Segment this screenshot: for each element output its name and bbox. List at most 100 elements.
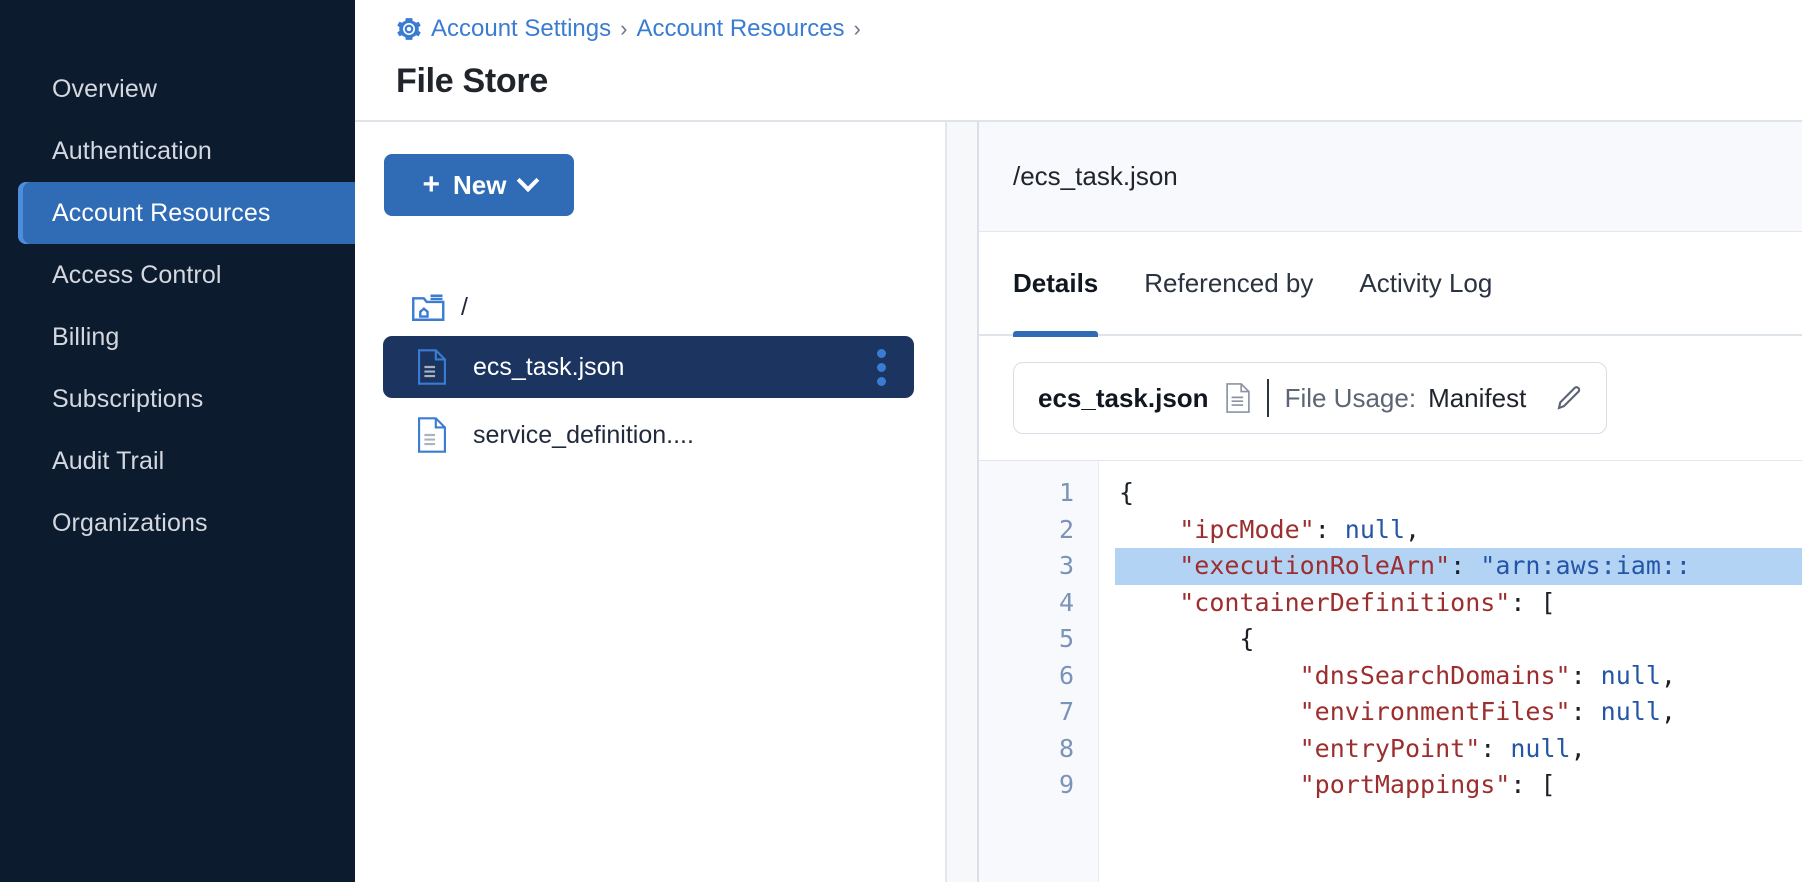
usage-divider [1266, 379, 1269, 417]
code-token: : [1450, 551, 1481, 580]
sidebar-item-label: Audit Trail [52, 446, 165, 475]
breadcrumb-item-account-settings[interactable]: Account Settings [431, 15, 612, 42]
tree-file-label: ecs_task.json [473, 352, 625, 381]
line-number: 8 [1058, 733, 1074, 763]
code-line[interactable]: { [1115, 621, 1802, 658]
sidebar-item-label: Subscriptions [52, 384, 204, 413]
code-token: "executionRoleArn" [1179, 551, 1451, 580]
tree-file-row[interactable]: service_definition.... [383, 404, 914, 466]
breadcrumb-item-account-resources[interactable]: Account Resources [636, 15, 845, 42]
sidebar-item-overview[interactable]: Overview [18, 58, 355, 120]
sidebar-item-label: Account Resources [52, 198, 271, 227]
pencil-icon[interactable] [1542, 383, 1584, 413]
new-button[interactable]: + New [384, 154, 574, 216]
content-split: + New / e [355, 122, 1802, 882]
pane-resizer[interactable] [945, 122, 979, 882]
sidebar-item-audit-trail[interactable]: Audit Trail [18, 430, 355, 492]
code-token [1119, 734, 1300, 763]
code-line[interactable]: "dnsSearchDomains": null, [1115, 658, 1802, 695]
code-token: : [1570, 697, 1601, 726]
sidebar-item-label: Access Control [52, 260, 222, 289]
tree-root-folder[interactable]: / [383, 284, 945, 330]
sidebar-item-label: Overview [52, 74, 157, 103]
code-token: : [1570, 660, 1601, 690]
page-header: Account Settings › Account Resources › F… [355, 0, 1802, 122]
gear-icon [396, 16, 422, 42]
main-area: Account Settings › Account Resources › F… [355, 0, 1802, 882]
code-line[interactable]: "portMappings": [ [1115, 767, 1802, 804]
sidebar-item-billing[interactable]: Billing [18, 306, 355, 368]
tree-root-label: / [461, 292, 468, 321]
code-token [1119, 770, 1300, 799]
code-token: { [1119, 478, 1135, 507]
tab-referenced-by[interactable]: Referenced by [1144, 231, 1313, 335]
file-path: /ecs_task.json [1013, 161, 1178, 191]
code-token: { [1119, 624, 1255, 653]
code-line[interactable]: "containerDefinitions": [ [1115, 585, 1802, 622]
code-line[interactable]: "ipcMode": null, [1115, 512, 1802, 549]
code-token: null [1510, 733, 1571, 763]
file-detail-pane: /ecs_task.json Details Referenced by Activ… [979, 122, 1802, 882]
code-line[interactable]: "entryPoint": null, [1115, 731, 1802, 768]
document-icon [1225, 382, 1251, 414]
tab-activity-log[interactable]: Activity Log [1359, 231, 1492, 335]
code-token [1119, 697, 1300, 726]
folder-home-icon [411, 292, 447, 322]
tab-details[interactable]: Details [1013, 231, 1099, 337]
line-number: 3 [1058, 551, 1074, 580]
code-token: null [1600, 697, 1661, 726]
line-number: 2 [1058, 514, 1074, 544]
line-number: 4 [1058, 587, 1074, 617]
file-icon [416, 416, 448, 454]
file-tree-pane: + New / e [355, 122, 945, 882]
file-icon [416, 348, 448, 386]
code-token: : [1480, 733, 1511, 763]
code-line[interactable]: { [1115, 475, 1802, 512]
new-button-label: New [453, 169, 507, 200]
code-token: null [1600, 660, 1661, 690]
code-token: , [1405, 514, 1421, 544]
code-token: "containerDefinitions" [1179, 587, 1511, 617]
file-tree: / ecs_task.json service_definition.... [383, 284, 945, 466]
detail-tabs: Details Referenced by Activity Log [979, 231, 1802, 337]
line-number: 5 [1058, 624, 1074, 653]
code-token: "arn:aws:iam:: [1480, 551, 1691, 580]
sidebar-item-label: Organizations [52, 508, 208, 537]
code-line[interactable]: "executionRoleArn": "arn:aws:iam:: [1115, 548, 1802, 585]
sidebar-item-account-resources[interactable]: Account Resources [18, 182, 355, 244]
line-number: 1 [1058, 478, 1074, 507]
code-token [1119, 661, 1300, 690]
breadcrumb-separator-2: › [853, 16, 861, 41]
breadcrumb-separator: › [620, 16, 628, 41]
code-token [1119, 551, 1179, 580]
sidebar-item-organizations[interactable]: Organizations [18, 492, 355, 554]
usage-value: Manifest [1428, 382, 1527, 413]
code-token: "environmentFiles" [1299, 697, 1571, 726]
sidebar-item-authentication[interactable]: Authentication [18, 120, 355, 182]
code-token: , [1660, 660, 1676, 690]
chevron-down-icon [516, 169, 539, 193]
code-content[interactable]: { "ipcMode": null, "executionRoleArn": "… [1099, 461, 1802, 882]
code-token: "dnsSearchDomains" [1299, 660, 1571, 690]
usage-file-name: ecs_task.json [1038, 382, 1209, 413]
kebab-menu-icon[interactable] [871, 343, 892, 392]
sidebar-item-subscriptions[interactable]: Subscriptions [18, 368, 355, 430]
file-usage-card: ecs_task.json File Usage: Manifest [1013, 362, 1608, 434]
code-token: : [ [1510, 587, 1556, 617]
line-number: 6 [1058, 660, 1074, 690]
code-token: "entryPoint" [1299, 733, 1481, 763]
page-title: File Store [396, 62, 548, 100]
code-line[interactable]: "environmentFiles": null, [1115, 694, 1802, 731]
plus-icon: + [422, 168, 441, 201]
sidebar-item-access-control[interactable]: Access Control [18, 244, 355, 306]
file-path-bar: /ecs_task.json [979, 122, 1802, 232]
code-token: "ipcMode" [1179, 514, 1315, 544]
sidebar-item-label: Billing [52, 322, 120, 351]
code-token: : [ [1510, 770, 1556, 799]
usage-label: File Usage: [1284, 382, 1417, 413]
tree-file-row[interactable]: ecs_task.json [383, 336, 914, 398]
